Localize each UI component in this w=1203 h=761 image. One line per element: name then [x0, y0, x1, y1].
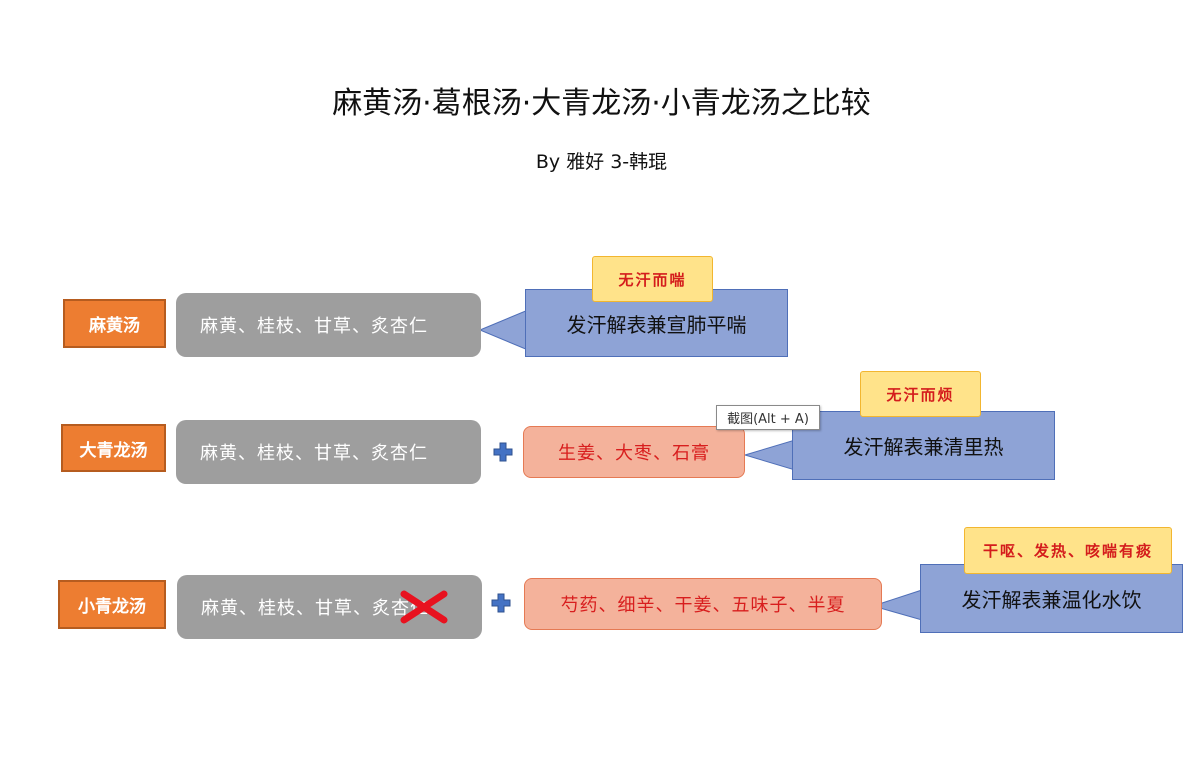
effect-box-daqinglong: 发汗解表兼清里热 [792, 411, 1055, 480]
base-ingredients-mahuang: 麻黄、桂枝、甘草、炙杏仁 [176, 293, 481, 357]
symptom-tag-xiaoqinglong: 干呕、发热、咳喘有痰 [964, 527, 1172, 574]
formula-label-xiaoqinglong: 小青龙汤 [58, 580, 166, 629]
byline: By 雅好 3-韩琨 [535, 151, 668, 173]
base-ingredients-daqinglong: 麻黄、桂枝、甘草、炙杏仁 [176, 420, 481, 484]
plus-icon [491, 593, 511, 613]
symptom-tag-mahuang: 无汗而喘 [592, 256, 713, 302]
screenshot-tooltip: 截图(Alt + A) [716, 405, 820, 430]
formula-label-daqinglong: 大青龙汤 [61, 424, 166, 472]
base-ingredients-xiaoqinglong: 麻黄、桂枝、甘草、炙杏仁 [177, 575, 482, 639]
added-ingredients-xiaoqinglong: 芍药、细辛、干姜、五味子、半夏 [524, 578, 882, 630]
effect-box-xiaoqinglong: 发汗解表兼温化水饮 [920, 564, 1183, 633]
page-title: 麻黄汤·葛根汤·大青龙汤·小青龙汤之比较 [332, 86, 871, 121]
plus-icon [493, 442, 513, 462]
callout-pointer-row2 [743, 439, 796, 471]
effect-box-mahuang: 发汗解表兼宣肺平喘 [525, 289, 788, 357]
symptom-tag-daqinglong: 无汗而烦 [860, 371, 981, 417]
cross-mark-icon [400, 590, 448, 624]
formula-label-mahuang: 麻黄汤 [63, 299, 166, 348]
callout-pointer-row1 [478, 309, 529, 351]
added-ingredients-daqinglong: 生姜、大枣、石膏 [523, 426, 745, 478]
